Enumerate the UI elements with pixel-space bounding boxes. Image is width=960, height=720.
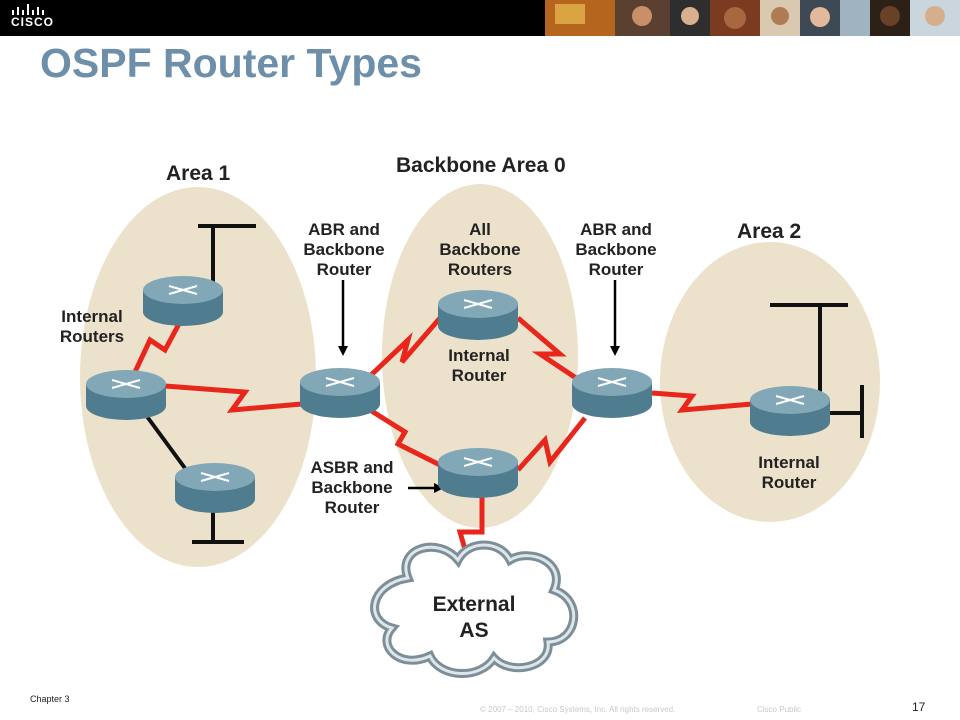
all-backbone-routers-label: All Backbone Routers [439,220,521,279]
header-bar: CISCO [0,0,960,36]
area-1-label: Area 1 [166,162,231,185]
external-as-label: External AS [432,593,516,642]
router-backbone-top-icon [438,290,518,340]
serial-links [132,316,753,561]
copyright-text: © 2007 – 2010, Cisco Systems, Inc. All r… [480,705,676,714]
pointer-arrows [338,280,620,493]
link-area1-top [132,320,183,374]
router-area1-bottom-icon [175,463,255,513]
abr-left-label: ABR and Backbone Router [303,220,385,279]
router-asbr-icon [438,448,518,498]
lan-segments [138,224,864,544]
page-number: 17 [912,700,926,714]
link-asbr-right [516,416,587,472]
cisco-bridge-icon [12,4,44,15]
slide-title: OSPF Router Types [40,40,422,86]
link-to-area2 [651,390,753,413]
cisco-logo: CISCO [10,3,70,33]
area-2-label: Area 2 [737,220,802,243]
internal-routers-label: Internal Routers [59,307,125,346]
backbone-area-oval [382,184,578,528]
backbone-area-label: Backbone Area 0 [396,154,566,177]
router-area1-top-icon [143,276,223,326]
internal-router-center-label: Internal Router [448,346,510,385]
router-area1-mid-icon [86,370,166,420]
people-photo-strip-icon [545,0,960,36]
router-area2-icon [750,386,830,436]
internal-router-right-label: Internal Router [758,453,820,492]
link-top-right [516,316,587,387]
link-to-external [456,495,485,561]
chapter-label: Chapter 3 [30,694,70,704]
link-area1-center [164,383,303,413]
area-2-oval [660,242,880,522]
router-abr-left-icon [300,368,380,418]
cisco-logo-text: CISCO [11,15,55,29]
link-abr-asbr [368,407,444,469]
area-1-oval [80,187,316,567]
link-abr-top [368,316,442,378]
abr-right-label: ABR and Backbone Router [575,220,657,279]
asbr-label: ASBR and Backbone Router [310,458,394,517]
cloud-highlight [373,543,576,675]
router-abr-right-icon [572,368,652,418]
classification-text: Cisco Public [757,705,802,714]
